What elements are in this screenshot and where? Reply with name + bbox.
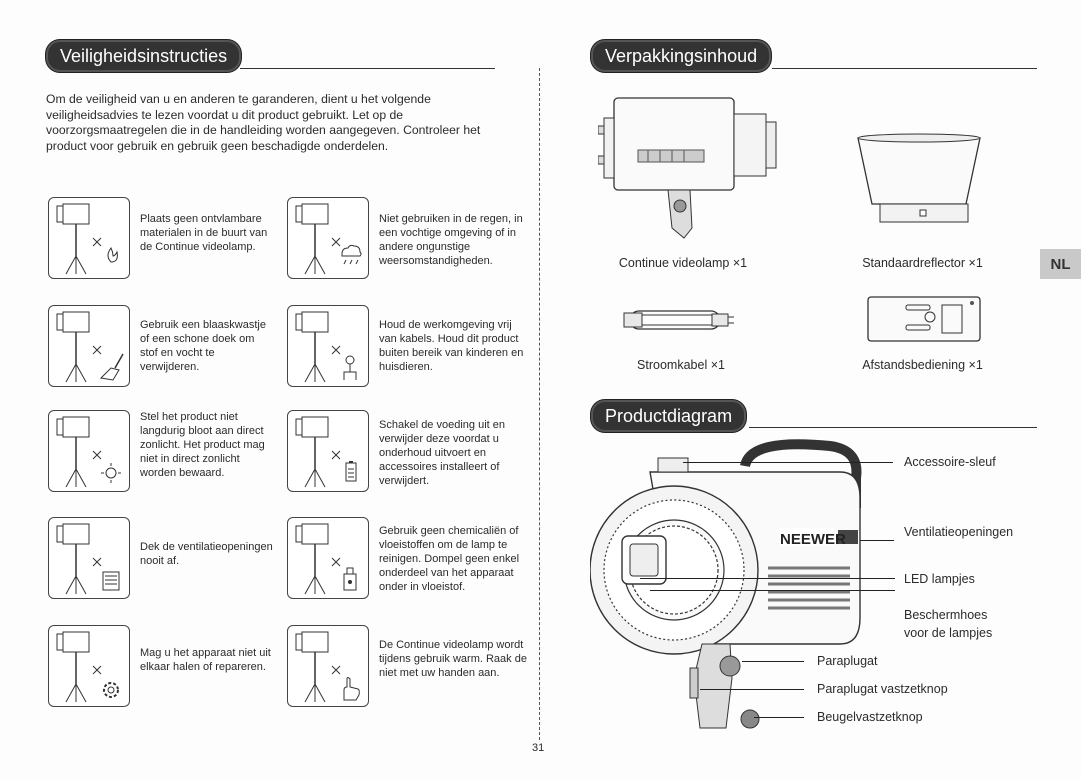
remote-control-illustration	[867, 296, 981, 342]
diagram-leader-line	[754, 717, 804, 718]
safety-instruction-text: Houd de werkomgeving vrij van kabels. Ho…	[379, 319, 524, 373]
safety-icon-box	[287, 410, 369, 492]
page-number: 31	[532, 742, 545, 754]
safety-icon-box	[48, 517, 130, 599]
safety-title-rule	[240, 68, 495, 69]
safety-icon-box	[287, 197, 369, 279]
video-lamp-illustration	[598, 97, 777, 239]
diagram-part-label: Beugelvastzetknop	[817, 710, 923, 724]
safety-icon-box	[48, 305, 130, 387]
diagram-leader-line	[640, 578, 895, 579]
safety-instruction-text: Mag u het apparaat niet uit elkaar halen…	[140, 647, 271, 673]
diagram-leader-line	[683, 462, 893, 463]
diagram-leader-line	[860, 540, 894, 541]
package-item-label: Standaardreflector ×1	[862, 256, 983, 270]
diagram-section-title: Productdiagram	[591, 400, 747, 432]
safety-instruction-text: Stel het product niet langdurig bloot aa…	[140, 411, 265, 479]
diagram-part-label: Accessoire-sleuf	[904, 455, 996, 469]
diagram-leader-line	[742, 661, 804, 662]
safety-icon-box	[48, 197, 130, 279]
safety-icon-box	[287, 517, 369, 599]
safety-instruction-text: Schakel de voeding uit en verwijder deze…	[379, 419, 505, 487]
safety-intro: Om de veiligheid van u en anderen te gar…	[46, 92, 481, 153]
standard-reflector-illustration	[857, 133, 981, 223]
safety-instruction-text: Gebruik geen chemicaliën of vloeistoffen…	[379, 525, 520, 593]
safety-instruction-text: Plaats geen ontvlambare materialen in de…	[140, 213, 268, 253]
package-section-title: Verpakkingsinhoud	[591, 40, 772, 72]
brand-logo: NEEWER	[780, 531, 846, 548]
safety-icon-box	[287, 305, 369, 387]
language-tab: NL	[1040, 249, 1081, 279]
safety-icon-box	[48, 410, 130, 492]
safety-instruction-text: De Continue videolamp wordt tijdens gebr…	[379, 639, 527, 679]
package-item-label: Stroomkabel ×1	[637, 358, 725, 372]
diagram-part-label: Ventilatieopeningen	[904, 525, 1014, 539]
diagram-part-label: Paraplugat	[817, 654, 878, 668]
page-divider	[539, 68, 540, 740]
power-cable-illustration	[623, 310, 734, 330]
safety-icon-box	[287, 625, 369, 707]
diagram-leader-line	[700, 689, 804, 690]
safety-instruction-text: Gebruik een blaaskwastje of een schone d…	[140, 319, 266, 373]
product-diagram-illustration: NEEWER	[590, 439, 862, 729]
diagram-part-label: LED lampjes	[904, 572, 975, 586]
diagram-leader-line	[650, 590, 895, 591]
safety-icon-box	[48, 625, 130, 707]
diagram-part-label: Paraplugat vastzetknop	[817, 682, 948, 696]
safety-instruction-text: Niet gebruiken in de regen, in een vocht…	[379, 213, 523, 267]
safety-section-title: Veiligheidsinstructies	[46, 40, 242, 72]
package-item-label: Continue videolamp ×1	[618, 256, 748, 270]
safety-instruction-text: Dek de ventilatieopeningen nooit af.	[140, 541, 273, 567]
diagram-part-label: Beschermhoes voor de lampjes	[904, 608, 993, 640]
package-title-rule	[772, 68, 1037, 69]
package-item-label: Afstandsbediening ×1	[862, 358, 983, 372]
diagram-title-rule	[749, 427, 1037, 428]
